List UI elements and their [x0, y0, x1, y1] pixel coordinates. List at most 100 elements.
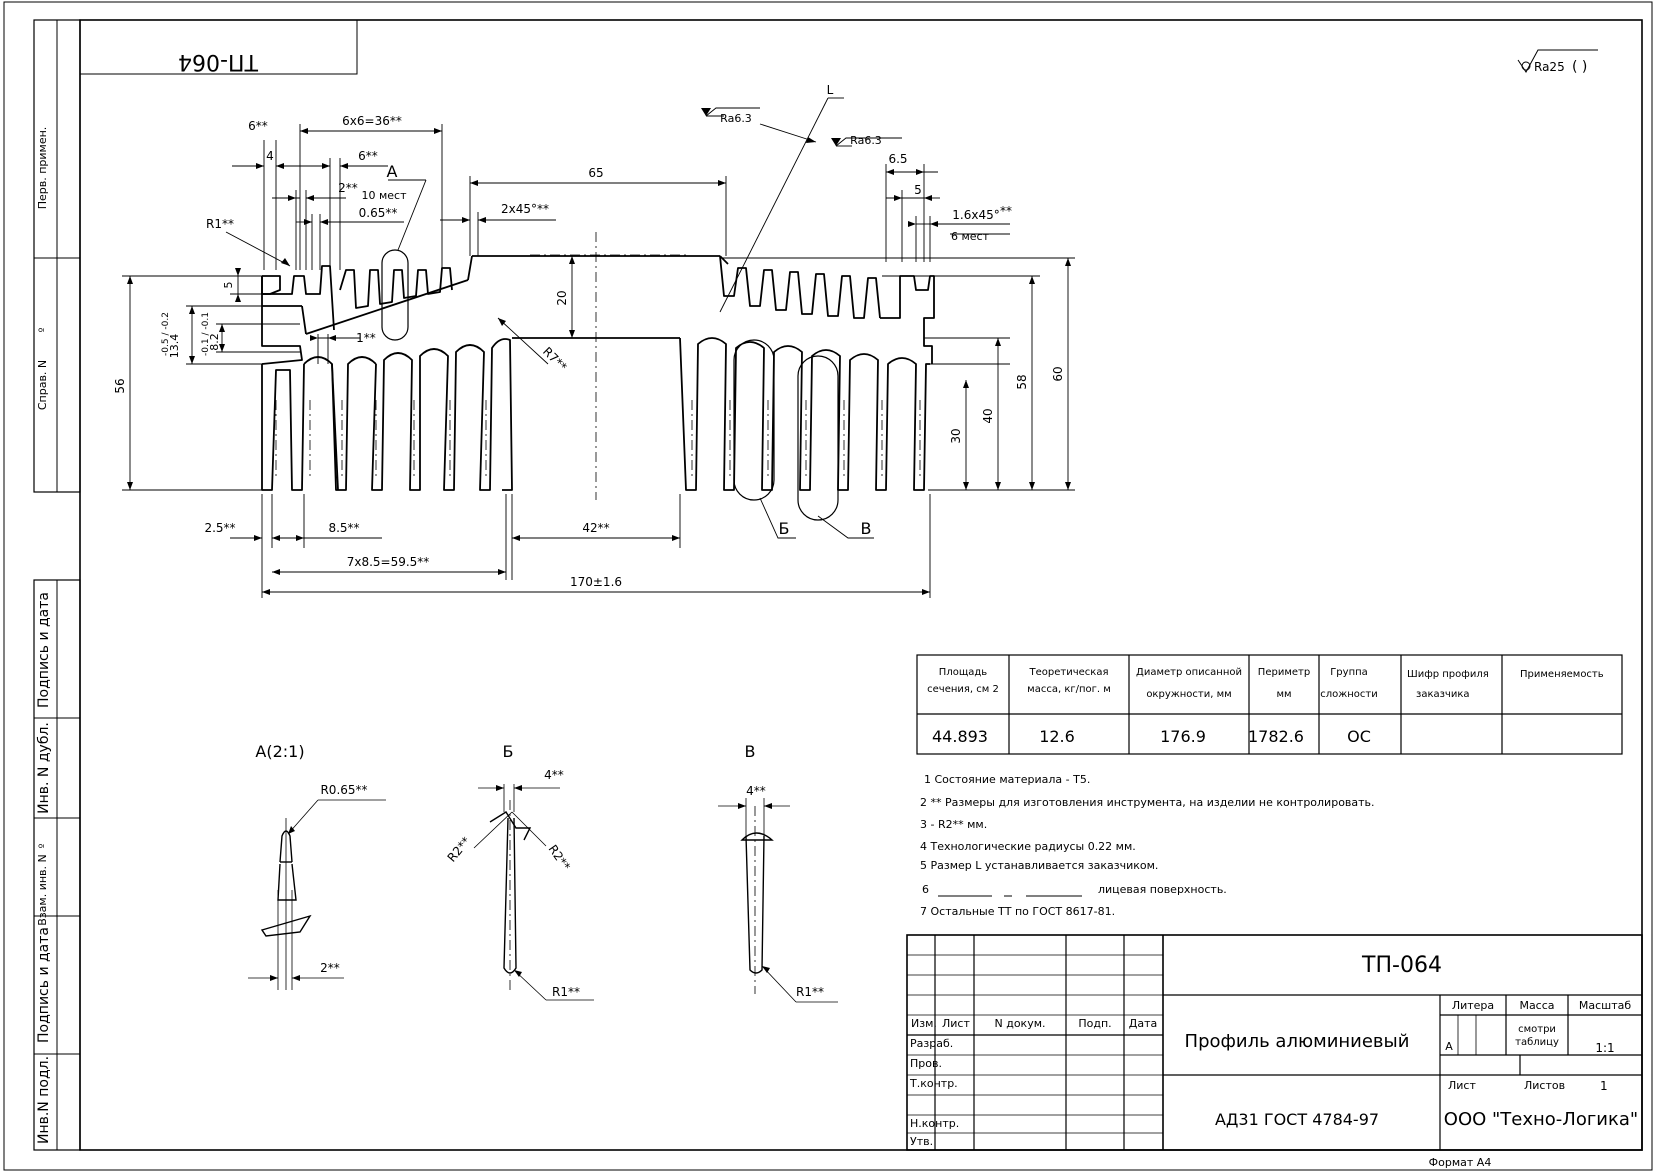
props-header-perim-2: мм — [1276, 689, 1291, 700]
side-mark-1: º — [38, 327, 49, 332]
note-6-number: 6 — [922, 883, 929, 896]
props-value-group: ОС — [1347, 727, 1371, 746]
dim-1-6x45: 1.6х45° — [952, 208, 999, 222]
tb-listov: Листов — [1524, 1079, 1565, 1092]
dim-R1: R1** — [206, 217, 234, 231]
dim-10mest: 10 мест — [361, 189, 407, 202]
dim-13-4: 13.4 — [168, 334, 181, 359]
tb-massa-value-2: таблицу — [1515, 1037, 1559, 1048]
tb-col-ndokum: N докум. — [994, 1017, 1045, 1030]
detail-b-r2-left: R2** — [445, 834, 474, 864]
detail-v-title: В — [745, 742, 756, 761]
dim-1-6x45-star: ** — [1000, 204, 1012, 218]
dim-8-2: 8.2 — [208, 333, 221, 351]
side-label-inv-n-podl: Инв.N подл. — [36, 1056, 52, 1144]
dim-13-4-tol: -0.5 / -0.2 — [161, 312, 171, 356]
detail-a-title: А(2:1) — [255, 742, 304, 761]
detail-a-2: 2** — [320, 961, 340, 975]
tb-litera-value: А — [1445, 1040, 1453, 1053]
tb-row-razrab: Разраб. — [910, 1037, 953, 1050]
detail-b-r2-right: R2** — [546, 842, 574, 873]
dim-60: 60 — [1051, 366, 1065, 381]
dim-58: 58 — [1015, 374, 1029, 389]
dim-V-label: В — [861, 519, 872, 538]
note-6-text: лицевая поверхность. — [1098, 883, 1227, 896]
dim-2-5: 2.5** — [204, 521, 235, 535]
props-header-mass-1: Теоретическая — [1029, 667, 1109, 678]
props-value-perim: 1782.6 — [1248, 727, 1304, 746]
props-header-area-1: Площадь — [939, 667, 987, 678]
dim-8-5: 8.5** — [328, 521, 359, 535]
tb-company: ООО "Техно-Логика" — [1444, 1109, 1638, 1130]
props-header-diam-1: Диаметр описанной — [1136, 667, 1242, 678]
dim-5-right: 5 — [914, 183, 922, 197]
detail-b-title: Б — [503, 742, 514, 761]
side-label-vzam-inv-n: Взам. инв. N — [36, 854, 49, 925]
dim-ra63a: Ra6.3 — [720, 112, 752, 125]
dim-30: 30 — [949, 428, 963, 443]
dim-6-5: 6.5 — [888, 152, 907, 166]
props-header-area-2: сечения, см 2 — [927, 684, 999, 695]
dim-2x45: 2х45°** — [501, 202, 549, 216]
dim-L: L — [827, 83, 834, 97]
detail-v-r1: R1** — [796, 985, 824, 999]
dim-6a: 6** — [248, 119, 268, 133]
side-label-sprav-n: Справ. N — [36, 360, 49, 410]
dim-6b: 6** — [358, 149, 378, 163]
side-label-podpis-data-2: Подпись и дата — [36, 927, 52, 1043]
detail-b-r1: R1** — [552, 985, 580, 999]
detail-arrows — [270, 785, 772, 981]
tb-litera: Литера — [1452, 999, 1494, 1012]
tb-massa: Масса — [1519, 999, 1554, 1012]
props-header-mass-2: масса, кг/пог. м — [1027, 684, 1111, 695]
dim-5-left: 5 — [222, 282, 235, 289]
dim-ra63b: Ra6.3 — [850, 134, 882, 147]
tb-listov-value: 1 — [1600, 1079, 1608, 1093]
tb-row-nkontr: Н.контр. — [910, 1117, 959, 1130]
dim-065: 0.65** — [359, 206, 398, 220]
side-mark-2: º — [38, 843, 49, 848]
note-5: 5 Размер L устанавливается заказчиком. — [920, 859, 1158, 872]
dim-B-label: Б — [779, 519, 790, 538]
tb-designation: ТП-064 — [1361, 953, 1442, 978]
tb-col-list: Лист — [942, 1017, 970, 1030]
sheet-frame — [3, 1, 1653, 1171]
dim-A-label: А — [387, 162, 398, 181]
tb-col-izm: Изм. — [911, 1017, 937, 1030]
dim-8-2-tol: -0.1 / -0.1 — [201, 312, 211, 356]
dim-2: 2** — [338, 181, 358, 195]
note-2: 2 ** Размеры для изготовления инструмент… — [920, 796, 1375, 809]
props-value-diam: 176.9 — [1160, 727, 1206, 746]
profile-outline — [261, 255, 935, 491]
general-roughness — [1517, 49, 1598, 73]
props-header-diam-2: окружности, мм — [1146, 689, 1231, 700]
side-label-inv-n-dubl: Инв. N дубл. — [36, 722, 52, 814]
dimension-lines — [122, 97, 1075, 598]
dim-42: 42** — [582, 521, 609, 535]
dim-170: 170±1.6 — [570, 575, 622, 589]
dim-20: 20 — [555, 290, 569, 305]
tb-name: Профиль алюминиевый — [1185, 1031, 1410, 1052]
tb-row-tkontr: Т.контр. — [909, 1077, 958, 1090]
note-7: 7 Остальные ТТ по ГОСТ 8617-81. — [920, 905, 1115, 918]
dim-40: 40 — [981, 408, 995, 423]
props-value-mass: 12.6 — [1039, 727, 1075, 746]
props-header-usage: Применяемость — [1520, 669, 1604, 680]
detail-ellipses — [381, 249, 839, 521]
tb-masshtab-value: 1:1 — [1595, 1041, 1614, 1055]
detail-views — [248, 784, 838, 1003]
props-header-group-1: Группа — [1330, 667, 1368, 678]
props-header-perim-1: Периметр — [1258, 667, 1310, 678]
dim-6x6: 6х6=36** — [342, 114, 402, 128]
dim-6mest: 6 мест — [951, 230, 990, 243]
props-header-code-1: Шифр профиля — [1407, 669, 1489, 680]
tb-material: АД31 ГОСТ 4784-97 — [1215, 1110, 1379, 1129]
general-roughness-paren: ( ) — [1572, 59, 1587, 75]
side-label-perv-primen: Перв. примен. — [36, 127, 49, 210]
general-roughness-value: Ra25 — [1534, 60, 1565, 74]
tb-list: Лист — [1448, 1079, 1476, 1092]
title-block — [906, 934, 1643, 1151]
tb-col-data: Дата — [1129, 1017, 1157, 1030]
props-header-group-2: сложности — [1320, 689, 1378, 700]
